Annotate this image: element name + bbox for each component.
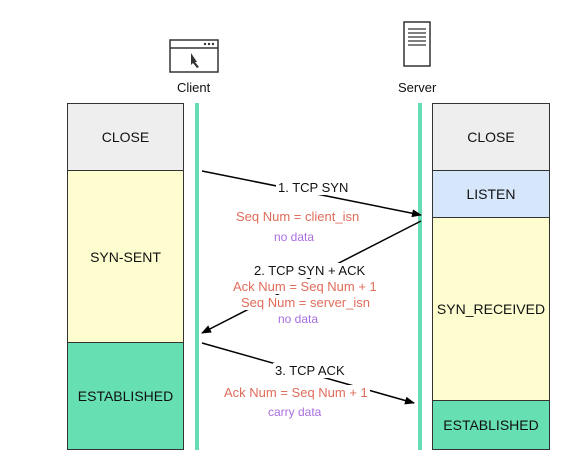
ack-title: 3. TCP ACK: [273, 363, 347, 378]
client-state-syn-sent: SYN-SENT: [67, 170, 184, 343]
syn-data-label: no data: [274, 230, 315, 244]
server-state-syn-received: SYN_RECEIVED: [432, 217, 550, 401]
syn-seq-label: Seq Num = client_isn: [236, 209, 360, 224]
syn-ack-title: 2. TCP SYN + ACK: [252, 263, 368, 278]
syn-ack-seq-label: Seq Num = server_isn: [239, 295, 372, 310]
client-label: Client: [177, 80, 211, 95]
server-state-close: CLOSE: [432, 103, 550, 171]
server-state-listen: LISTEN: [432, 170, 550, 218]
browser-window-icon: [169, 39, 219, 73]
server-state-established: ESTABLISHED: [432, 400, 550, 450]
ack-data-label: carry data: [268, 405, 322, 419]
server-icon: [403, 21, 431, 67]
syn-title: 1. TCP SYN: [276, 180, 351, 195]
ack-ack-label: Ack Num = Seq Num + 1: [222, 385, 370, 400]
syn-ack-data-label: no data: [276, 312, 321, 326]
server-label: Server: [398, 80, 437, 95]
syn-ack-ack-label: Ack Num = Seq Num + 1: [231, 279, 379, 294]
client-state-established: ESTABLISHED: [67, 342, 184, 450]
client-state-close: CLOSE: [67, 103, 184, 171]
